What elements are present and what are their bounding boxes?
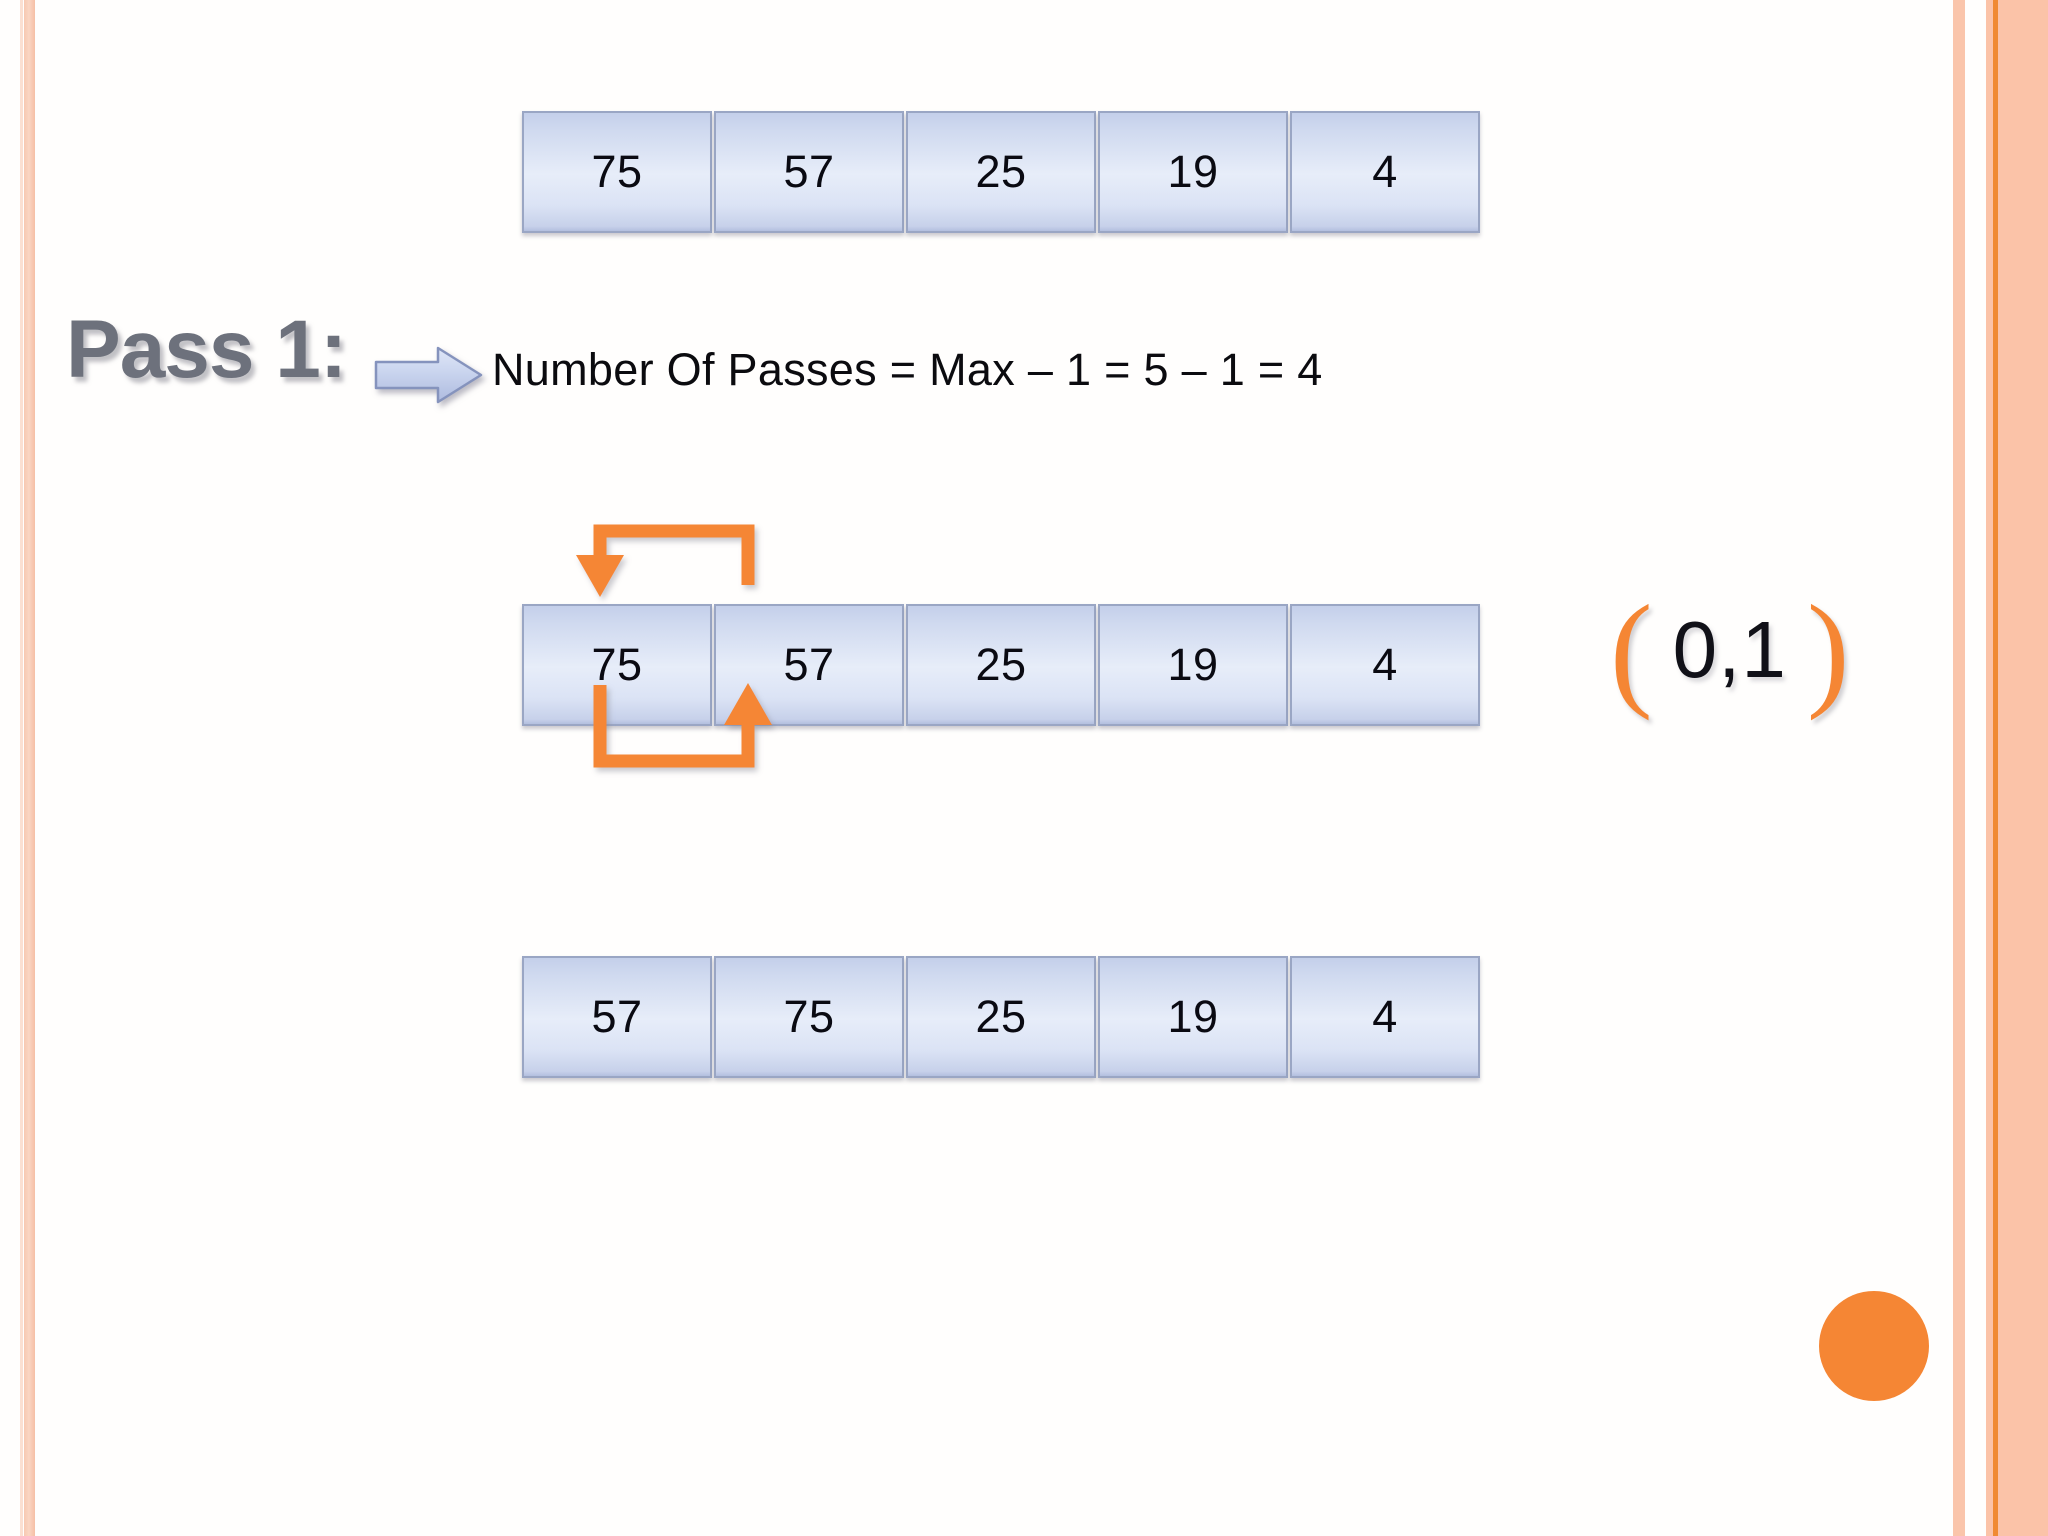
index-pair-value: 0,1	[1672, 605, 1787, 695]
bracket-open: (	[1610, 579, 1653, 721]
array-initial: 75 57 25 19 4	[522, 111, 1480, 233]
array-cell: 19	[1098, 604, 1288, 726]
array-cell: 19	[1098, 111, 1288, 233]
swap-arrows-group	[576, 524, 772, 768]
array-cell: 25	[906, 111, 1096, 233]
array-cell: 75	[522, 604, 712, 726]
array-cell: 57	[522, 956, 712, 1078]
array-cell: 75	[522, 111, 712, 233]
right-edge-thin-stripe	[1953, 0, 1965, 1536]
right-block-arrow-icon	[374, 346, 483, 404]
left-edge-stripe	[24, 0, 35, 1536]
array-cell: 57	[714, 111, 904, 233]
equation-text: Number Of Passes = Max – 1 = 5 – 1 = 4	[492, 344, 1323, 395]
orange-circle-decoration	[1819, 1291, 1929, 1401]
array-cell: 25	[906, 956, 1096, 1078]
array-cell: 25	[906, 604, 1096, 726]
array-cell: 75	[714, 956, 904, 1078]
array-cell: 4	[1290, 604, 1480, 726]
left-edge-hairline	[20, 0, 23, 1536]
bracket-close: )	[1806, 579, 1850, 721]
array-cell: 4	[1290, 956, 1480, 1078]
index-pair-badge: ( 0,1 )	[1610, 579, 1850, 721]
swap-arrow-right-to-left-icon	[576, 524, 755, 597]
right-edge-orange-line	[1993, 0, 1998, 1536]
array-cell: 4	[1290, 111, 1480, 233]
array-cell: 19	[1098, 956, 1288, 1078]
swap-arrow-left-to-right-icon	[593, 683, 772, 768]
pass-label: Pass 1:	[66, 304, 347, 395]
array-after-swap: 57 75 25 19 4	[522, 956, 1480, 1078]
